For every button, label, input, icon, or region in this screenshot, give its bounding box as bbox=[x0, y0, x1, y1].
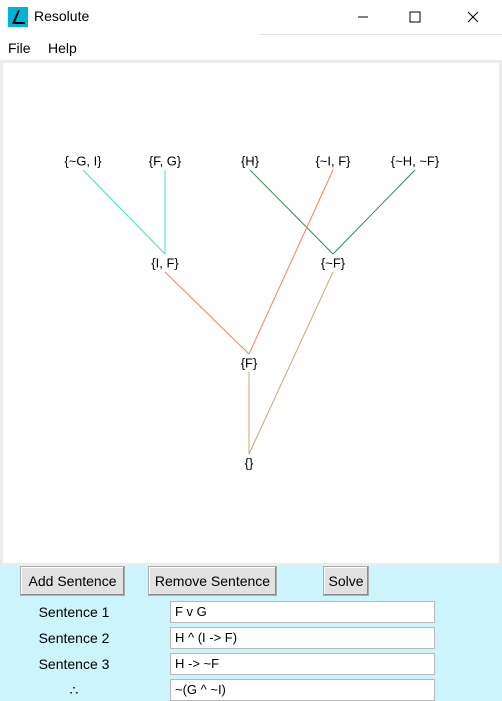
tree-node-n4: {~I, F} bbox=[315, 153, 351, 169]
sentence-1-label: Sentence 1 bbox=[38, 604, 110, 620]
menu-bar bbox=[0, 34, 502, 60]
tree-edge-n3-n7 bbox=[249, 169, 334, 255]
conclusion-label: ∴ bbox=[69, 682, 79, 698]
tree-node-n2: {F, G} bbox=[148, 153, 182, 169]
title-bar: Resolute bbox=[0, 0, 502, 34]
tree-node-n1: {~G, I} bbox=[64, 153, 102, 169]
add-sentence-button[interactable]: Add Sentence bbox=[20, 566, 125, 596]
minimize-icon bbox=[358, 16, 368, 18]
tree-node-n7: {~F} bbox=[320, 255, 346, 271]
window-title: Resolute bbox=[34, 8, 90, 24]
resolution-tree-edges bbox=[82, 169, 416, 455]
remove-sentence-button[interactable]: Remove Sentence bbox=[148, 566, 277, 596]
conclusion-field[interactable]: ~(G ^ ~I) bbox=[170, 679, 435, 701]
resolution-tree-canvas: {~G, I} {F, G} {H} {~I, F} {~H, ~F} {I, F} {~F… bbox=[3, 63, 499, 563]
sentence-1-field[interactable]: F v G bbox=[170, 601, 435, 623]
tree-edge-n5-n7 bbox=[332, 169, 416, 255]
menu-divider bbox=[258, 34, 502, 35]
close-icon bbox=[467, 11, 479, 23]
tree-node-n5: {~H, ~F} bbox=[390, 153, 440, 169]
tree-node-n9: {} bbox=[244, 455, 254, 471]
maximize-button[interactable] bbox=[392, 0, 438, 34]
tree-edge-n7-n9 bbox=[248, 271, 334, 455]
sentence-3-label: Sentence 3 bbox=[38, 656, 110, 672]
solve-button[interactable]: Solve bbox=[323, 566, 369, 596]
tree-edge-n6-n8 bbox=[164, 271, 250, 355]
sentence-2-field[interactable]: H ^ (I -> F) bbox=[170, 627, 435, 649]
menu-help[interactable]: Help bbox=[48, 40, 77, 56]
tree-edge-n4-n8 bbox=[248, 169, 334, 355]
menu-file[interactable]: File bbox=[8, 40, 31, 56]
tree-node-n3: {H} bbox=[240, 153, 260, 169]
app-logo-icon bbox=[8, 7, 28, 27]
tree-node-n8: {F} bbox=[240, 355, 258, 371]
tree-edge-n1-n6 bbox=[82, 169, 166, 255]
tree-node-n6: {I, F} bbox=[151, 255, 179, 271]
sentence-3-field[interactable]: H -> ~F bbox=[170, 653, 435, 675]
minimize-button[interactable] bbox=[340, 0, 386, 34]
sentence-2-label: Sentence 2 bbox=[38, 630, 110, 646]
close-button[interactable] bbox=[450, 0, 496, 34]
maximize-icon bbox=[409, 11, 421, 23]
